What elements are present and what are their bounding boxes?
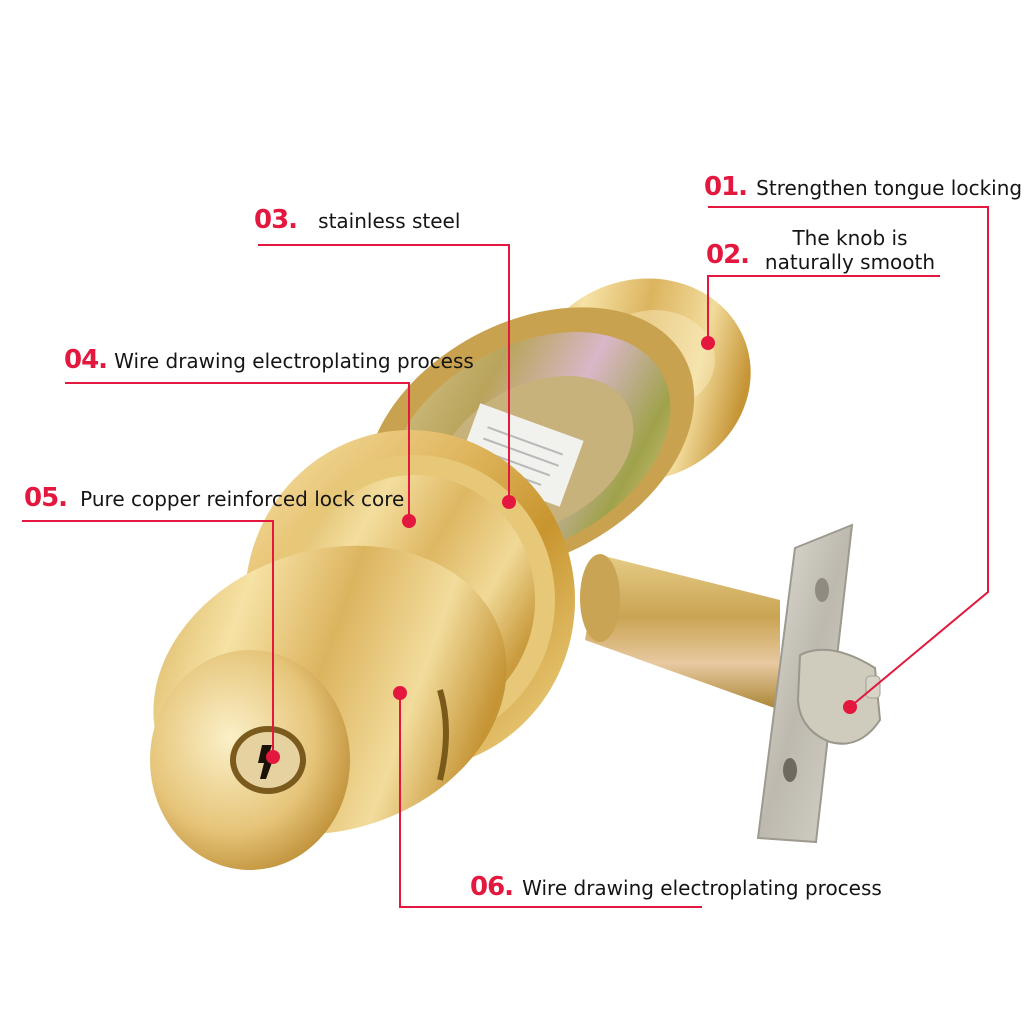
latch-bolt <box>796 648 882 745</box>
callout-text: Strengthen tongue locking <box>756 176 1023 200</box>
callout-number: 01. <box>704 172 748 202</box>
callout-04: 04. Wire drawing electroplating process <box>64 345 474 375</box>
callout-text: Wire drawing electroplating process <box>114 349 474 373</box>
callout-05: 05. Pure copper reinforced lock core <box>24 483 404 513</box>
callout-number: 03. <box>254 205 298 235</box>
latch-tube <box>580 554 780 710</box>
callout-03: 03. stainless steel <box>254 205 460 235</box>
callout-text: Wire drawing electroplating process <box>522 876 882 900</box>
keyhole-cylinder <box>230 726 306 794</box>
callout-number: 04. <box>64 345 108 375</box>
callout-01: 01. Strengthen tongue locking <box>704 172 1022 202</box>
callout-text-line1: The knob is <box>792 226 908 250</box>
callout-02-text: The knob is naturally smooth <box>760 226 940 274</box>
callout-text: stainless steel <box>318 209 461 233</box>
callout-number: 02. <box>706 240 750 270</box>
callout-06: 06. Wire drawing electroplating process <box>470 872 882 902</box>
callout-number: 05. <box>24 483 68 513</box>
callout-02: 02. <box>706 240 750 270</box>
callout-text: Pure copper reinforced lock core <box>80 487 405 511</box>
callout-number: 06. <box>470 872 514 902</box>
callout-text-line2: naturally smooth <box>764 250 936 274</box>
